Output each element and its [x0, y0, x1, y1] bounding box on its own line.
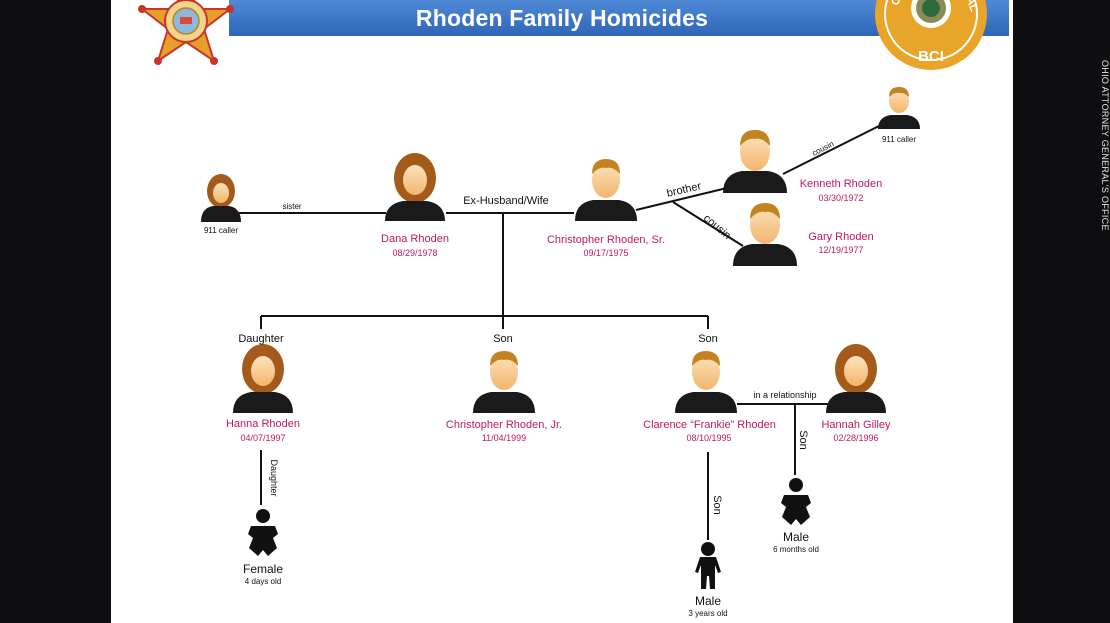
frankie-child-label: Male — [694, 594, 721, 608]
male-chris-sr-icon — [575, 159, 637, 221]
male-chris-jr-icon — [473, 351, 535, 413]
person-figures — [201, 87, 920, 589]
male-gary-icon — [733, 203, 797, 266]
cousin-kenneth-line — [782, 120, 890, 175]
svg-text:OHIO: OHIO — [889, 0, 909, 7]
sheriff-badge-icon — [138, 0, 234, 65]
relationship-label: in a relationship — [753, 390, 817, 400]
male-frankie-icon — [675, 351, 737, 413]
male-caller-right-icon — [878, 87, 920, 129]
dana-dob: 08/29/1978 — [392, 248, 438, 258]
toddler-frankie-icon — [695, 542, 721, 589]
male-kenneth-icon — [723, 130, 787, 193]
kenneth-name: Kenneth Rhoden — [799, 178, 883, 190]
brother-line — [635, 186, 732, 211]
female-hanna-icon — [233, 344, 293, 413]
hannah-name: Hannah Gilley — [821, 419, 891, 431]
female-dana-icon — [385, 153, 445, 221]
cousin-gary-line — [672, 201, 744, 247]
gary-dob: 12/19/1977 — [818, 245, 864, 255]
kenneth-dob: 03/30/1972 — [818, 193, 864, 203]
frankie-son-label: Son — [711, 495, 723, 515]
dana-name: Dana Rhoden — [381, 233, 449, 245]
hanna-name: Hanna Rhoden — [225, 418, 300, 430]
chris-jr-dob: 11/04/1999 — [481, 433, 527, 443]
sister-label: sister — [282, 202, 302, 211]
baby-hannah-icon — [781, 478, 811, 525]
page-title: Rhoden Family Homicides — [415, 5, 709, 31]
son-frankie-label: Son — [698, 333, 718, 345]
female-hannah-icon — [826, 344, 886, 413]
connector-lines — [239, 120, 890, 540]
baby-hanna-icon — [248, 509, 278, 556]
hanna-baby-age: 4 days old — [244, 577, 282, 586]
caller-left-caption: 911 caller — [203, 226, 239, 235]
daughter-label: Daughter — [238, 333, 284, 345]
hannah-son-label: Son — [797, 430, 809, 450]
hannah-dob: 02/28/1996 — [833, 433, 879, 443]
hanna-baby-label: Female — [242, 562, 283, 576]
ex-husband-wife-label: Ex-Husband/Wife — [463, 195, 549, 207]
hannah-baby-age: 6 months old — [773, 545, 819, 554]
frankie-dob: 08/10/1995 — [686, 433, 732, 443]
chris-sr-dob: 09/17/1975 — [583, 248, 629, 258]
chris-sr-name: Christopher Rhoden, Sr. — [546, 234, 665, 246]
caller-right-caption: 911 caller — [881, 135, 917, 144]
son-jr-label: Son — [493, 333, 513, 345]
diagram-canvas: Rhoden Family Homicides — [111, 0, 1013, 623]
female-caller-left-icon — [201, 174, 241, 222]
bci-badge-icon: OHIO ERAL — [875, 0, 987, 70]
gary-name: Gary Rhoden — [808, 231, 874, 243]
bci-badge-text: BCI — [918, 48, 944, 65]
frankie-name: Clarence “Frankie” Rhoden — [643, 419, 776, 431]
hanna-daughter-label: Daughter — [269, 459, 279, 497]
hannah-baby-label: Male — [782, 530, 809, 544]
chris-jr-name: Christopher Rhoden, Jr. — [445, 419, 563, 431]
frankie-child-age: 3 years old — [688, 609, 728, 618]
hanna-dob: 04/07/1997 — [240, 433, 286, 443]
side-credit: OHIO ATTORNEY GENERAL'S OFFICE — [1100, 60, 1110, 231]
